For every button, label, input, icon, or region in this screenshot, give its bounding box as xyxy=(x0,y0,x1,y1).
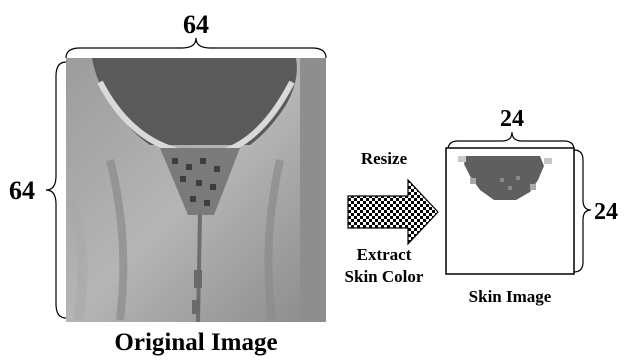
skin-image xyxy=(446,148,574,274)
extract-label-line2: Skin Color xyxy=(345,267,424,286)
left-dimension-label: 64 xyxy=(9,176,35,205)
resize-label: Resize xyxy=(361,149,408,168)
skin-right-dimension-brace xyxy=(574,150,591,272)
skin-right-dimension-label: 24 xyxy=(594,199,618,225)
left-dimension-brace xyxy=(46,62,66,318)
original-image xyxy=(66,58,326,322)
process-arrow xyxy=(348,180,438,244)
top-dimension-label: 64 xyxy=(183,10,209,39)
skin-top-dimension-label: 24 xyxy=(500,106,524,132)
top-dimension-brace xyxy=(66,38,326,58)
original-image-caption: Original Image xyxy=(114,329,277,356)
skin-image-caption: Skin Image xyxy=(469,287,552,306)
extract-label-line1: Extract xyxy=(357,245,412,264)
